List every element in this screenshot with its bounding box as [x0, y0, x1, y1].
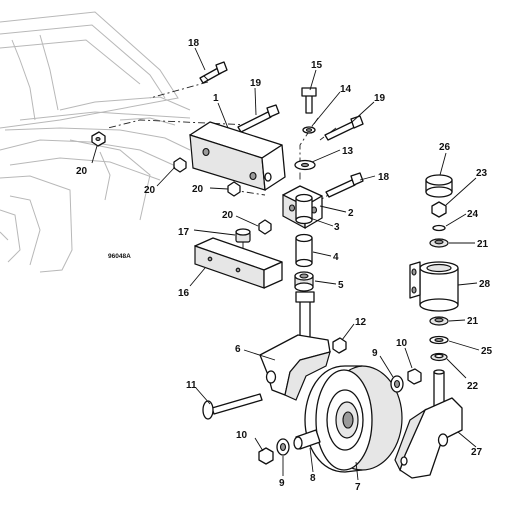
- callout-6: 6: [235, 344, 241, 355]
- part-21-bearing-lower: [429, 316, 449, 326]
- part-21-bearing-upper: [429, 238, 449, 248]
- part-10-nut-right: [407, 368, 422, 385]
- callout-labels: 18 19 15 14 19 1 13 18 2 3 4 5 20 20 20 …: [76, 38, 493, 493]
- part-7-wheel: [304, 365, 403, 473]
- part-20-nut-b: [173, 157, 187, 173]
- callout-19-right: 19: [374, 93, 386, 104]
- callout-15: 15: [311, 60, 323, 71]
- part-10-nut-left: [258, 447, 274, 465]
- part-27-caster-fork: [394, 369, 463, 479]
- part-19-bolt-left: [237, 104, 280, 133]
- callout-16: 16: [178, 288, 190, 299]
- leader-lines: [91, 47, 480, 481]
- callout-20-a: 20: [76, 166, 88, 177]
- callout-19: 19: [250, 78, 262, 89]
- part-6-caster-fork: [259, 291, 331, 401]
- part-18-bolt-top: [199, 61, 228, 84]
- part-15-bolt: [301, 87, 317, 114]
- part-23-nut: [431, 201, 447, 218]
- part-20-nut-d: [258, 219, 272, 235]
- callout-21-lower: 21: [467, 316, 479, 327]
- callout-20-d: 20: [222, 210, 234, 221]
- callout-11: 11: [186, 380, 197, 391]
- callout-2: 2: [348, 208, 354, 219]
- callout-7: 7: [355, 482, 361, 493]
- callout-23: 23: [476, 168, 488, 179]
- part-19-bolt-right: [324, 115, 364, 141]
- callout-18-right: 18: [378, 172, 390, 183]
- callout-3: 3: [334, 222, 340, 233]
- callout-26: 26: [439, 142, 451, 153]
- callout-18: 18: [188, 38, 200, 49]
- callout-22: 22: [467, 381, 479, 392]
- callout-9-left: 9: [279, 478, 285, 489]
- part-20-nut-a: [91, 131, 106, 147]
- part-1-bracket: [189, 121, 286, 191]
- part-14-lockwasher: [302, 126, 316, 134]
- part-18-bolt-right: [325, 172, 364, 198]
- part-9-bearing-left: [276, 438, 290, 456]
- callout-12: 12: [355, 317, 367, 328]
- mower-frame-outline: [0, 11, 191, 273]
- part-12-nut: [332, 337, 347, 354]
- callout-5: 5: [338, 280, 344, 291]
- figure-id: 96048A: [108, 253, 131, 260]
- part-16-bar: [194, 237, 283, 289]
- callout-9-right: 9: [372, 348, 378, 359]
- part-4-bushing: [295, 233, 313, 268]
- callout-20-c: 20: [192, 184, 204, 195]
- part-3-spacer: [295, 193, 313, 225]
- part-20-nut-c: [227, 181, 241, 197]
- part-13-washer: [294, 159, 316, 171]
- callout-14: 14: [340, 84, 352, 95]
- callout-8: 8: [310, 473, 316, 484]
- part-5-bearing: [294, 271, 314, 292]
- part-8-spacer: [293, 429, 321, 450]
- callout-24: 24: [467, 209, 479, 220]
- callout-4: 4: [333, 252, 339, 263]
- callout-10-right: 10: [396, 338, 408, 349]
- callout-10-left: 10: [236, 430, 248, 441]
- callout-21-upper: 21: [477, 239, 489, 250]
- part-28-caster-housing: [409, 261, 459, 312]
- callout-13: 13: [342, 146, 354, 157]
- part-24-washer: [432, 224, 446, 232]
- part-26-cap: [425, 174, 453, 198]
- part-25-seal: [429, 335, 449, 345]
- callout-20-b: 20: [144, 185, 156, 196]
- part-22-bushing: [430, 352, 448, 362]
- callout-17: 17: [178, 227, 190, 238]
- callout-25: 25: [481, 346, 493, 357]
- callout-1: 1: [213, 93, 219, 104]
- part-9-bearing-right: [390, 375, 404, 393]
- part-11-axle-bolt: [202, 393, 263, 420]
- callout-28: 28: [479, 279, 491, 290]
- callout-27: 27: [471, 447, 483, 458]
